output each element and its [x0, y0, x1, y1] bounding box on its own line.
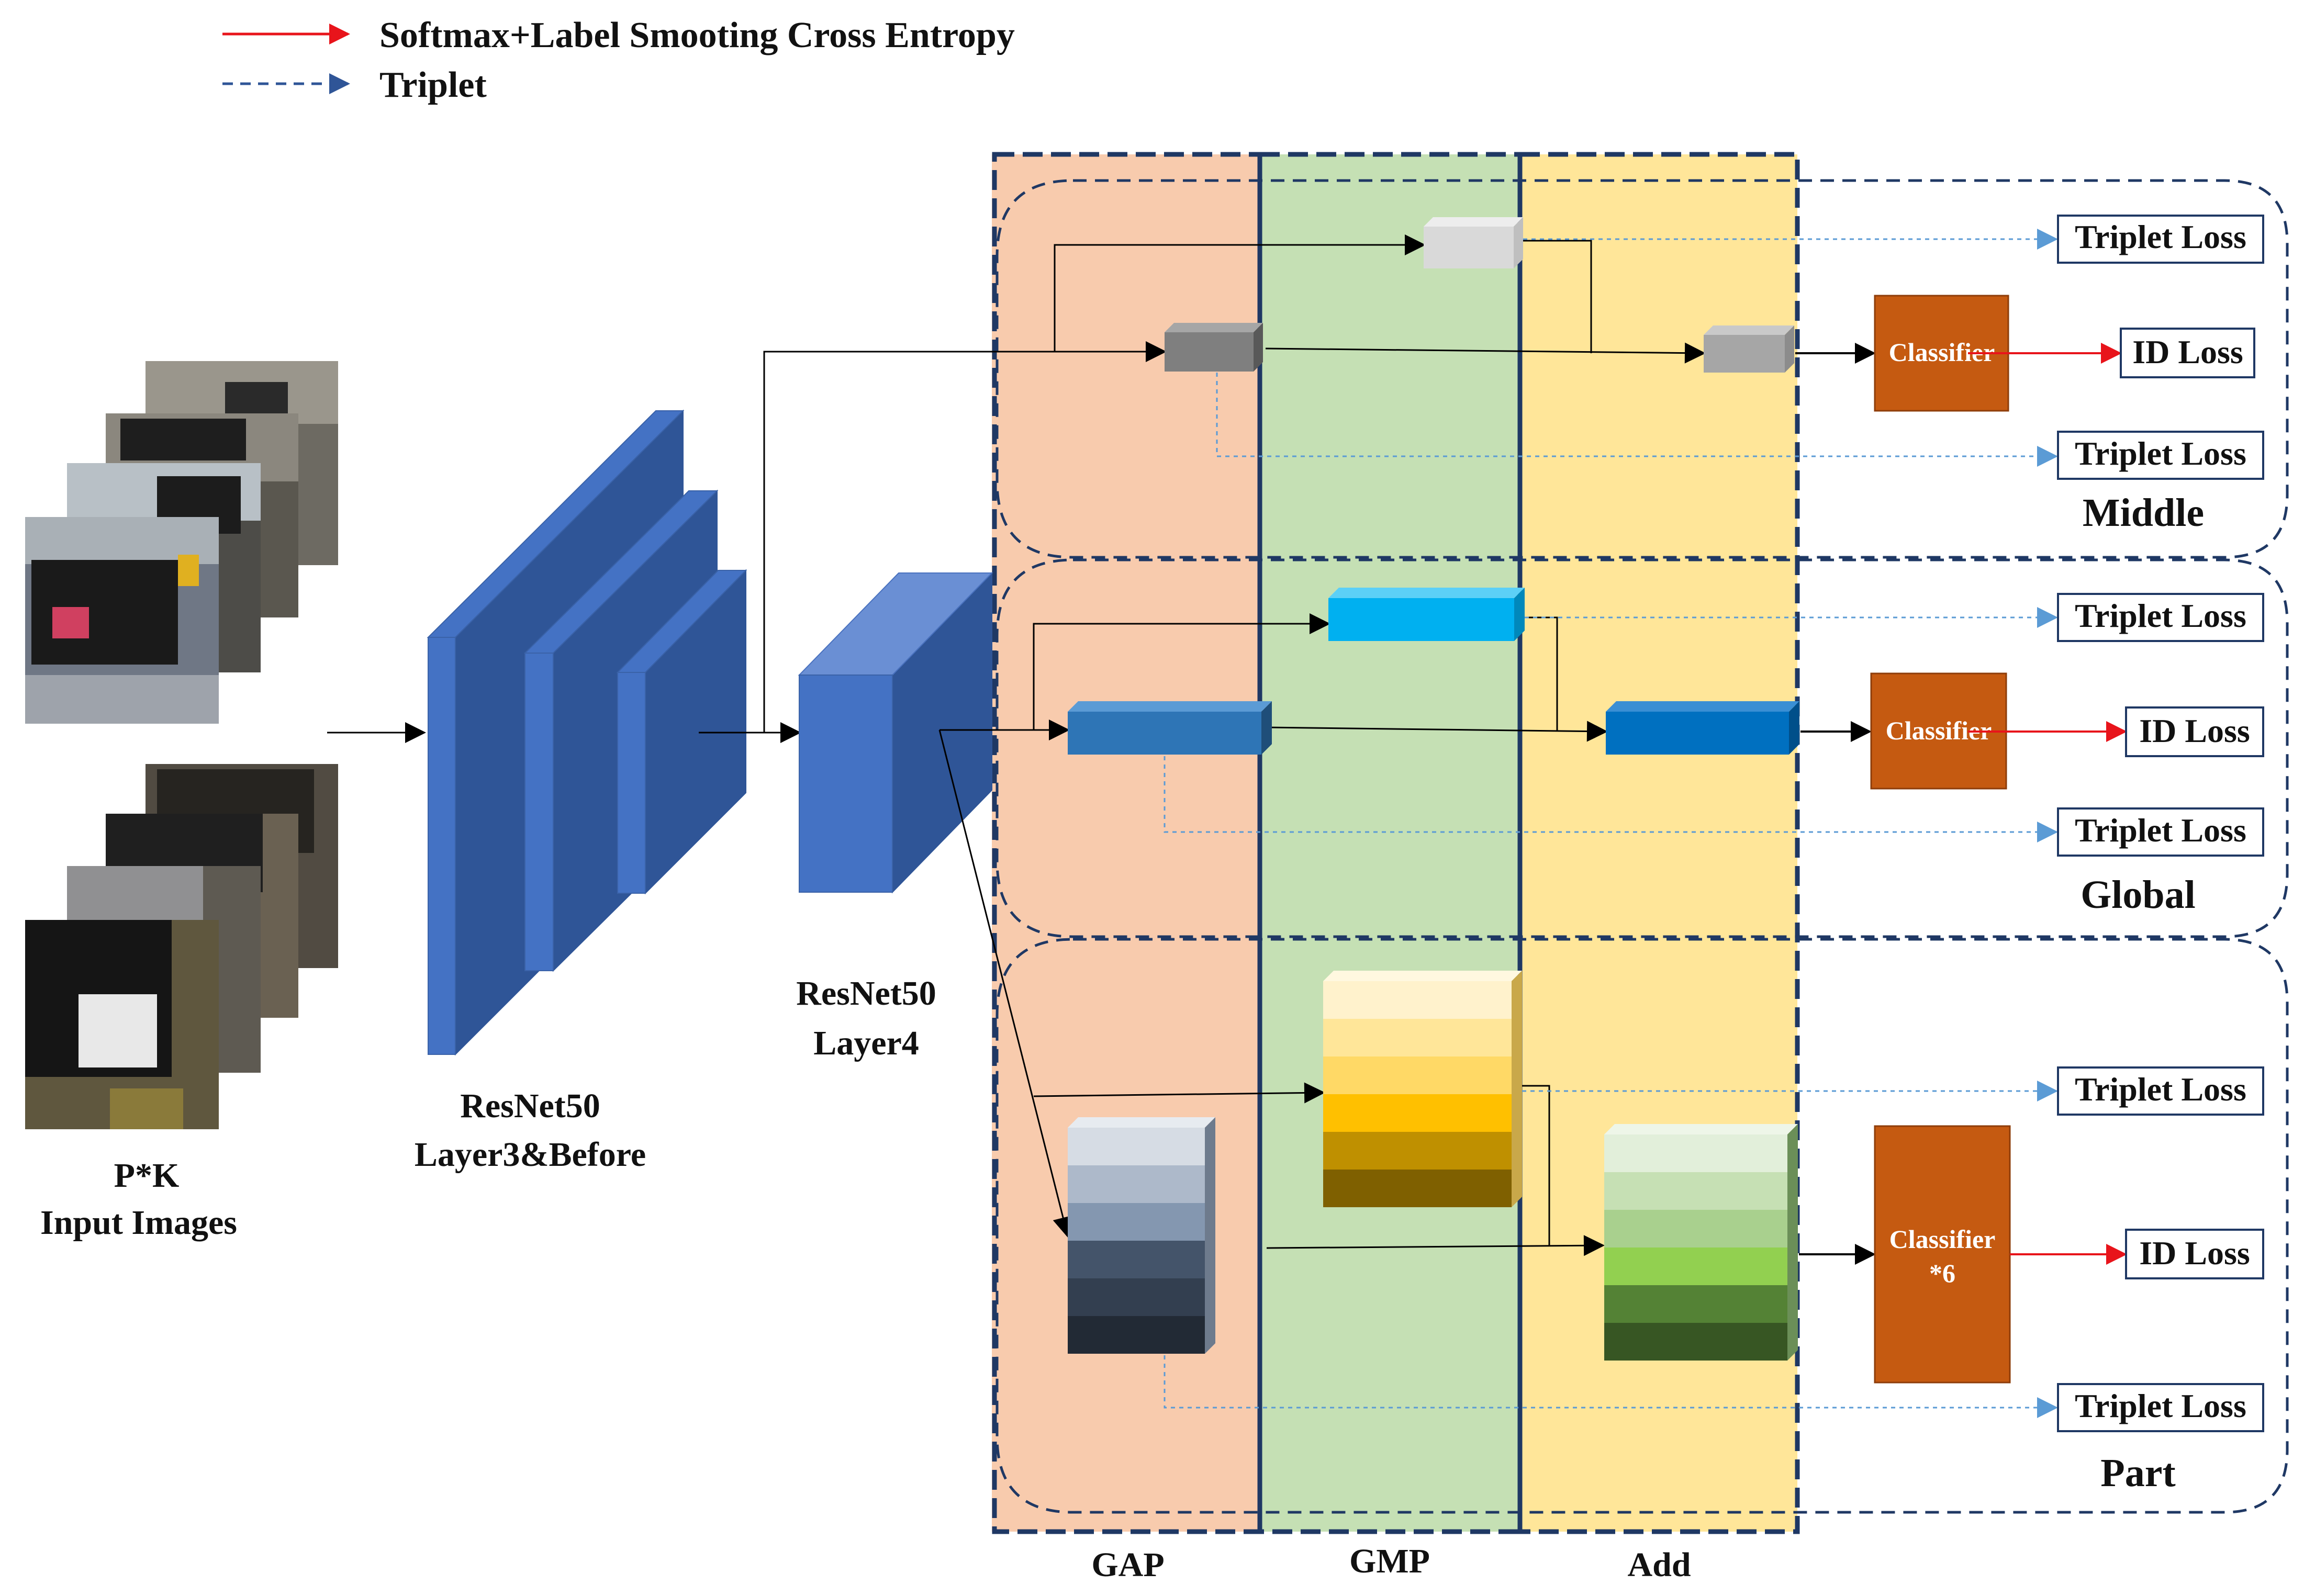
- gmp-column-frame: [1257, 152, 1523, 1534]
- middle-gap-feature: [1165, 323, 1263, 372]
- input-image: [25, 920, 219, 1129]
- layer3-block: [427, 409, 747, 1056]
- part-gmp-to-add-line: [1520, 1085, 1550, 1245]
- global-triplet-bottom-box: [2057, 807, 2264, 857]
- middle-gmp-feature: [1424, 217, 1523, 268]
- middle-triplet-top-label: Triplet Loss: [2075, 218, 2246, 255]
- part-gap-to-add-arrow: [1266, 1235, 1605, 1256]
- layer4-block: [798, 571, 993, 894]
- part-branch-name: Part: [2100, 1451, 2175, 1495]
- middle-triplet-bottom-arrow: [1216, 373, 2058, 467]
- ce-legend-label: Softmax+Label Smooting Cross Entropy: [379, 15, 1015, 55]
- part-add-feature: [1604, 1124, 1798, 1361]
- gmp-column-bg: [1260, 154, 1520, 1532]
- part-triplet-bottom-arrow: [1164, 1355, 2058, 1418]
- input-label-line1: P*K: [114, 1156, 180, 1195]
- global-id-loss-label: ID Loss: [2139, 712, 2250, 749]
- global-id-loss-box: [2125, 706, 2264, 757]
- add-label: Add: [1627, 1546, 1691, 1584]
- layer4-label-line1: ResNet50: [796, 974, 936, 1013]
- middle-add-feature: [1704, 325, 1794, 373]
- layer3-label-line1: ResNet50: [460, 1087, 600, 1125]
- part-classifier-box: [1874, 1125, 2011, 1384]
- input-images-stack-bottom: [25, 764, 338, 1129]
- middle-gmp-to-add-line: [1523, 240, 1592, 353]
- global-branch-outline: [996, 558, 2289, 938]
- input-image: [25, 517, 219, 724]
- middle-triplet-top-box: [2057, 215, 2264, 264]
- gmp-label: GMP: [1349, 1542, 1430, 1580]
- branch-outlines: [996, 179, 2289, 1514]
- part-branch: Classifier *6 Triplet Loss ID Loss Tripl…: [938, 729, 2264, 1495]
- triplet-legend-label: Triplet: [379, 65, 487, 105]
- input-label-line2: Input Images: [40, 1204, 237, 1242]
- global-branch-name: Global: [2081, 873, 2196, 917]
- layer4-to-part-arrow: [938, 729, 1073, 1238]
- global-triplet-bottom-label: Triplet Loss: [2075, 812, 2246, 849]
- global-gmp-feature: [1328, 588, 1525, 641]
- global-branch: Classifier Triplet Loss ID Loss Triplet …: [940, 588, 2264, 917]
- global-gap-feature: [1068, 701, 1272, 755]
- middle-branch-name: Middle: [2083, 491, 2204, 535]
- input-images-stack-top: [25, 361, 338, 724]
- layer4-label-line2: Layer4: [813, 1024, 919, 1062]
- legend: Softmax+Label Smooting Cross Entropy Tri…: [222, 15, 1015, 105]
- middle-branch-outline: [996, 179, 2289, 559]
- global-triplet-bottom-arrow: [1164, 756, 2058, 842]
- pool-column-frames: [992, 152, 1800, 1534]
- middle-id-loss-box: [2120, 328, 2255, 378]
- part-classifier-label-line1: Classifier: [1889, 1224, 1996, 1254]
- part-triplet-top-box: [2057, 1066, 2264, 1116]
- global-gap-to-add-arrow: [1265, 721, 1608, 742]
- middle-gap-to-add-arrow: [1265, 342, 1706, 364]
- part-triplet-top-label: Triplet Loss: [2075, 1071, 2246, 1108]
- middle-to-gmp-arrow: [1054, 234, 1426, 352]
- layer3-label-line2: Layer3&Before: [415, 1136, 646, 1174]
- gap-label: GAP: [1091, 1546, 1164, 1584]
- global-to-gmp-arrow: [1033, 613, 1330, 730]
- part-branch-outline: [996, 938, 2289, 1514]
- global-gmp-to-add-line: [1520, 616, 1558, 732]
- part-id-loss-label: ID Loss: [2139, 1234, 2250, 1272]
- middle-triplet-bottom-label: Triplet Loss: [2075, 435, 2246, 472]
- middle-branch: Classifier Triplet Loss ID Loss Triplet …: [763, 215, 2264, 733]
- part-gmp-feature: [1323, 971, 1522, 1207]
- part-to-gmp-arrow: [1033, 1082, 1325, 1104]
- layer3-to-middle-arrow: [763, 341, 1167, 733]
- part-classifier-label-line2: *6: [1929, 1258, 1955, 1288]
- part-gap-feature: [1068, 1117, 1215, 1354]
- part-triplet-bottom-label: Triplet Loss: [2075, 1387, 2246, 1424]
- middle-triplet-bottom-box: [2057, 431, 2264, 480]
- gap-column-frame: [992, 152, 1262, 1534]
- add-column-frame: [1517, 152, 1800, 1534]
- part-triplet-bottom-box: [2057, 1383, 2264, 1432]
- middle-id-loss-label: ID Loss: [2132, 333, 2243, 370]
- global-triplet-top-box: [2057, 593, 2264, 642]
- global-triplet-top-label: Triplet Loss: [2075, 597, 2246, 634]
- part-id-loss-box: [2125, 1229, 2264, 1279]
- global-add-feature: [1606, 701, 1799, 755]
- layer3-slab-small: [616, 569, 747, 895]
